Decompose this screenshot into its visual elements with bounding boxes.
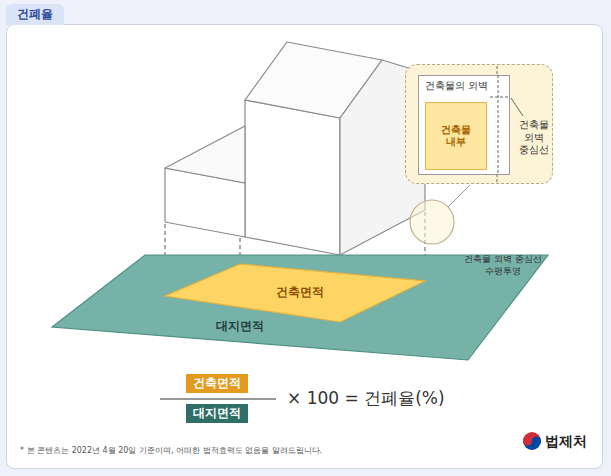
node-label: 건축물 외벽 중심선 [516, 119, 552, 157]
fraction-bar [160, 398, 276, 399]
node-label: 건축물 내부 [433, 124, 479, 149]
logo-text: 법제처 [545, 432, 587, 450]
plane-outline [165, 264, 425, 322]
centerline [497, 174, 498, 182]
numerator-box: 건축면적 [186, 374, 248, 393]
site-area-plane: 대지면적 건축면적 [52, 255, 548, 360]
centerline [490, 97, 510, 98]
title-text: 건폐율 [17, 6, 53, 23]
interior-box: 건축물 내부 [425, 102, 487, 170]
zoom-circle [410, 200, 454, 244]
node-label: 건축면적 [276, 285, 324, 300]
node-label: 대지면적 [193, 406, 241, 421]
logo-symbol [523, 432, 541, 450]
centerline [497, 66, 498, 74]
zoom-leader [448, 185, 470, 207]
formula-text: × 100 = 건폐율(%) [287, 387, 445, 409]
title-tab: 건폐율 [6, 4, 64, 25]
roof-face [165, 126, 245, 183]
denominator-box: 대지면적 [186, 404, 248, 423]
centerline [498, 75, 499, 175]
projection-note: 건축물 외벽 중심선 수평투영 [463, 254, 543, 277]
node-label: 대지면적 [216, 319, 264, 334]
building-area-plane: 건축면적 [165, 264, 425, 322]
inset-panel: 건축물 외벽 중심선건축물의 외벽건축물 내부 [405, 64, 553, 184]
node-label: 건축물의 외벽 [425, 80, 488, 93]
wall-face [245, 100, 340, 255]
outer-wall-box: 건축물의 외벽건축물 내부 [418, 75, 510, 175]
centerline [511, 98, 523, 116]
plane-outline [52, 255, 548, 360]
footnote: * 본 콘텐츠는 2022년 4월 20일 기준이며, 어떠한 법적효력도 없음… [20, 446, 322, 456]
node-label: 건축면적 [193, 376, 241, 391]
